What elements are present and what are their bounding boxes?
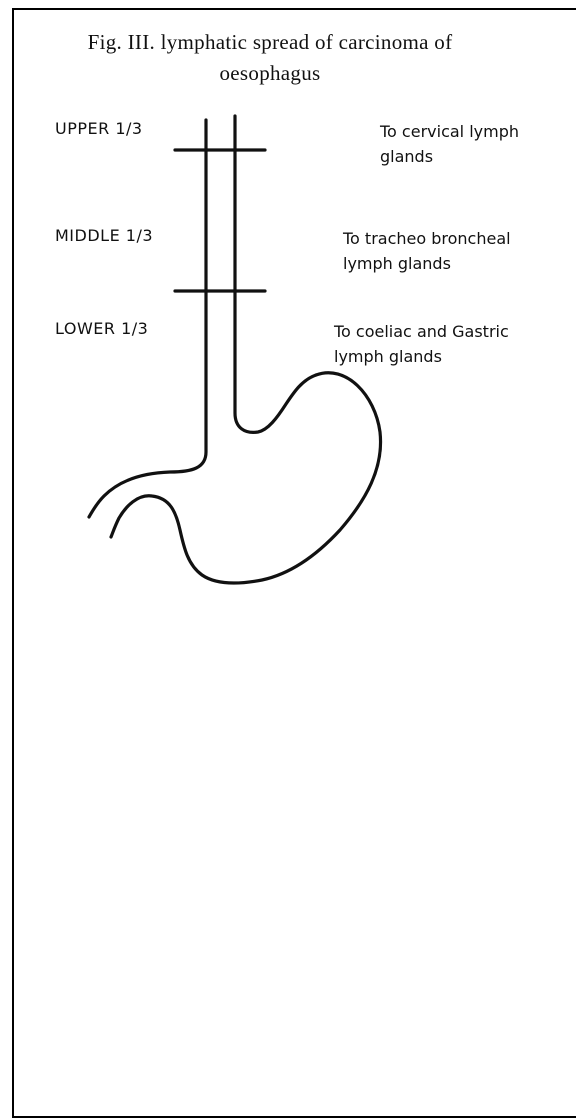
destination-lower-line-2: lymph glands: [334, 344, 509, 369]
label-lower-third: LOWER 1/3: [55, 319, 148, 338]
destination-upper-line-2: glands: [380, 144, 519, 169]
label-middle-third: MIDDLE 1/3: [55, 226, 153, 245]
destination-upper: To cervical lymph glands: [380, 119, 519, 169]
stomach-greater-curvature: [111, 373, 381, 583]
destination-upper-line-1: To cervical lymph: [380, 119, 519, 144]
label-upper-third: UPPER 1/3: [55, 119, 143, 138]
destination-middle-line-2: lymph glands: [343, 251, 511, 276]
destination-middle: To tracheo broncheal lymph glands: [343, 226, 511, 276]
destination-middle-line-1: To tracheo broncheal: [343, 226, 511, 251]
destination-lower-line-1: To coeliac and Gastric: [334, 319, 509, 344]
oesophagus-right-wall: [235, 116, 316, 432]
destination-lower: To coeliac and Gastric lymph glands: [334, 319, 509, 369]
